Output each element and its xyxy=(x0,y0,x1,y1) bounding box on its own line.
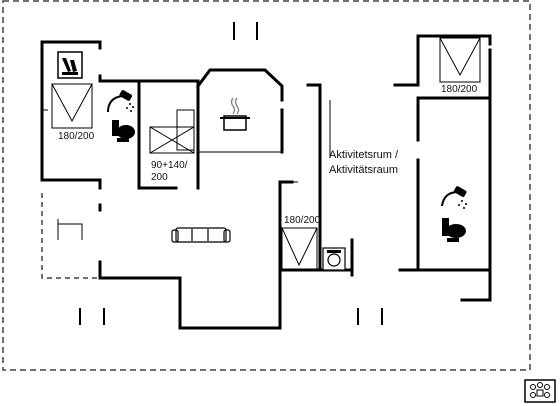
bunk-label-line2: 200 xyxy=(151,172,168,183)
room-label-line1: Aktivitetsrum / xyxy=(329,149,399,161)
bed-right-label: 180/200 xyxy=(441,84,478,95)
walls xyxy=(40,34,492,330)
annex-seat xyxy=(57,223,83,240)
sofa-icon xyxy=(171,227,231,243)
bed-right xyxy=(439,37,481,83)
bed-middle-label: 180/200 xyxy=(284,215,321,226)
door-marks xyxy=(79,22,383,325)
bed-left xyxy=(51,83,93,129)
washing-machine-icon xyxy=(322,247,346,271)
game-table-icon xyxy=(524,379,556,403)
room-label-line2: Aktivitätsraum xyxy=(329,164,399,176)
shower-icon xyxy=(107,90,134,113)
bunk-bed xyxy=(149,109,195,154)
terrace-outline xyxy=(2,0,531,371)
shower-icon xyxy=(441,186,467,209)
toilet-icon xyxy=(442,218,466,242)
cooking-pot-icon xyxy=(220,97,250,131)
bed-left-label: 180/200 xyxy=(58,131,95,142)
bed-middle xyxy=(281,227,318,271)
toilet-icon xyxy=(112,120,135,142)
tv-icon xyxy=(57,51,83,79)
annex-outline xyxy=(41,193,98,279)
bunk-label-line1: 90+140/ xyxy=(151,160,188,171)
